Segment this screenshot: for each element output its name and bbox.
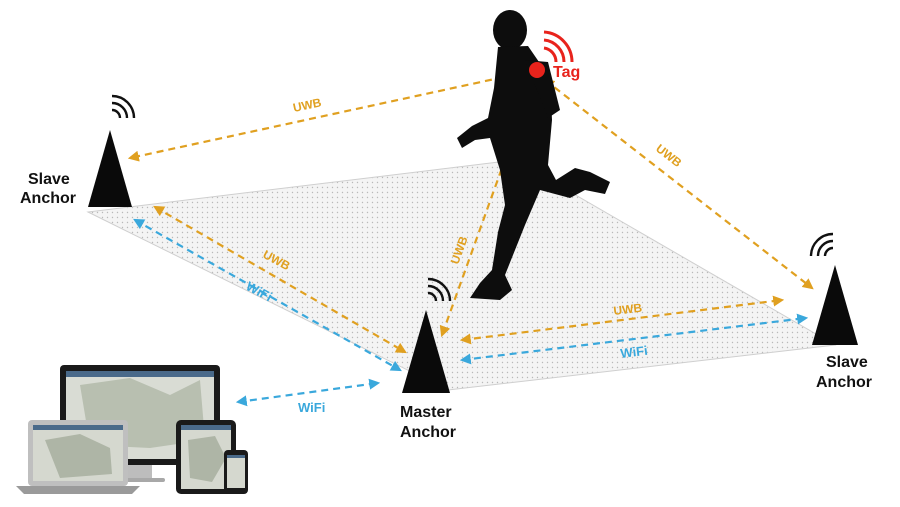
tag-device [529,30,574,78]
uwb-label-top: UWB [292,95,323,115]
master-anchor [402,277,452,393]
uwb-link-tag-right [543,78,814,290]
wifi-link-left-master [133,218,402,372]
wifi-label-bottom: WiFi [620,343,649,361]
floor-area [86,159,837,391]
wifi-links [133,218,809,407]
runner-silhouette [457,10,610,300]
master-anchor-label-line2: Anchor [400,424,456,441]
tag-dot [529,62,545,78]
phone [224,450,248,494]
signal-icon [809,232,834,257]
signal-icon [111,94,136,119]
uwb-label-bottom: UWB [613,301,643,318]
slave-anchor-right-label-line2: Anchor [816,374,872,391]
tag-label: Tag [553,64,580,81]
uwb-link-tag-master [439,87,533,338]
tablet [176,420,236,494]
wifi-label-devices: WiFi [298,400,325,415]
wifi-link-master-right [459,313,809,365]
slave-anchor-left [88,94,136,207]
signal-icon [427,277,452,302]
uwb-label-right: UWB [653,141,684,170]
slave-anchor-right [809,232,858,345]
laptop [16,420,140,494]
client-devices [16,365,248,494]
slave-anchor-left-label-line1: Slave [28,171,70,188]
slave-anchor-right-label-line1: Slave [826,354,868,371]
slave-anchor-left-label-line2: Anchor [20,190,76,207]
uwb-link-tag-left [127,68,530,162]
master-anchor-label-line1: Master [400,404,452,421]
